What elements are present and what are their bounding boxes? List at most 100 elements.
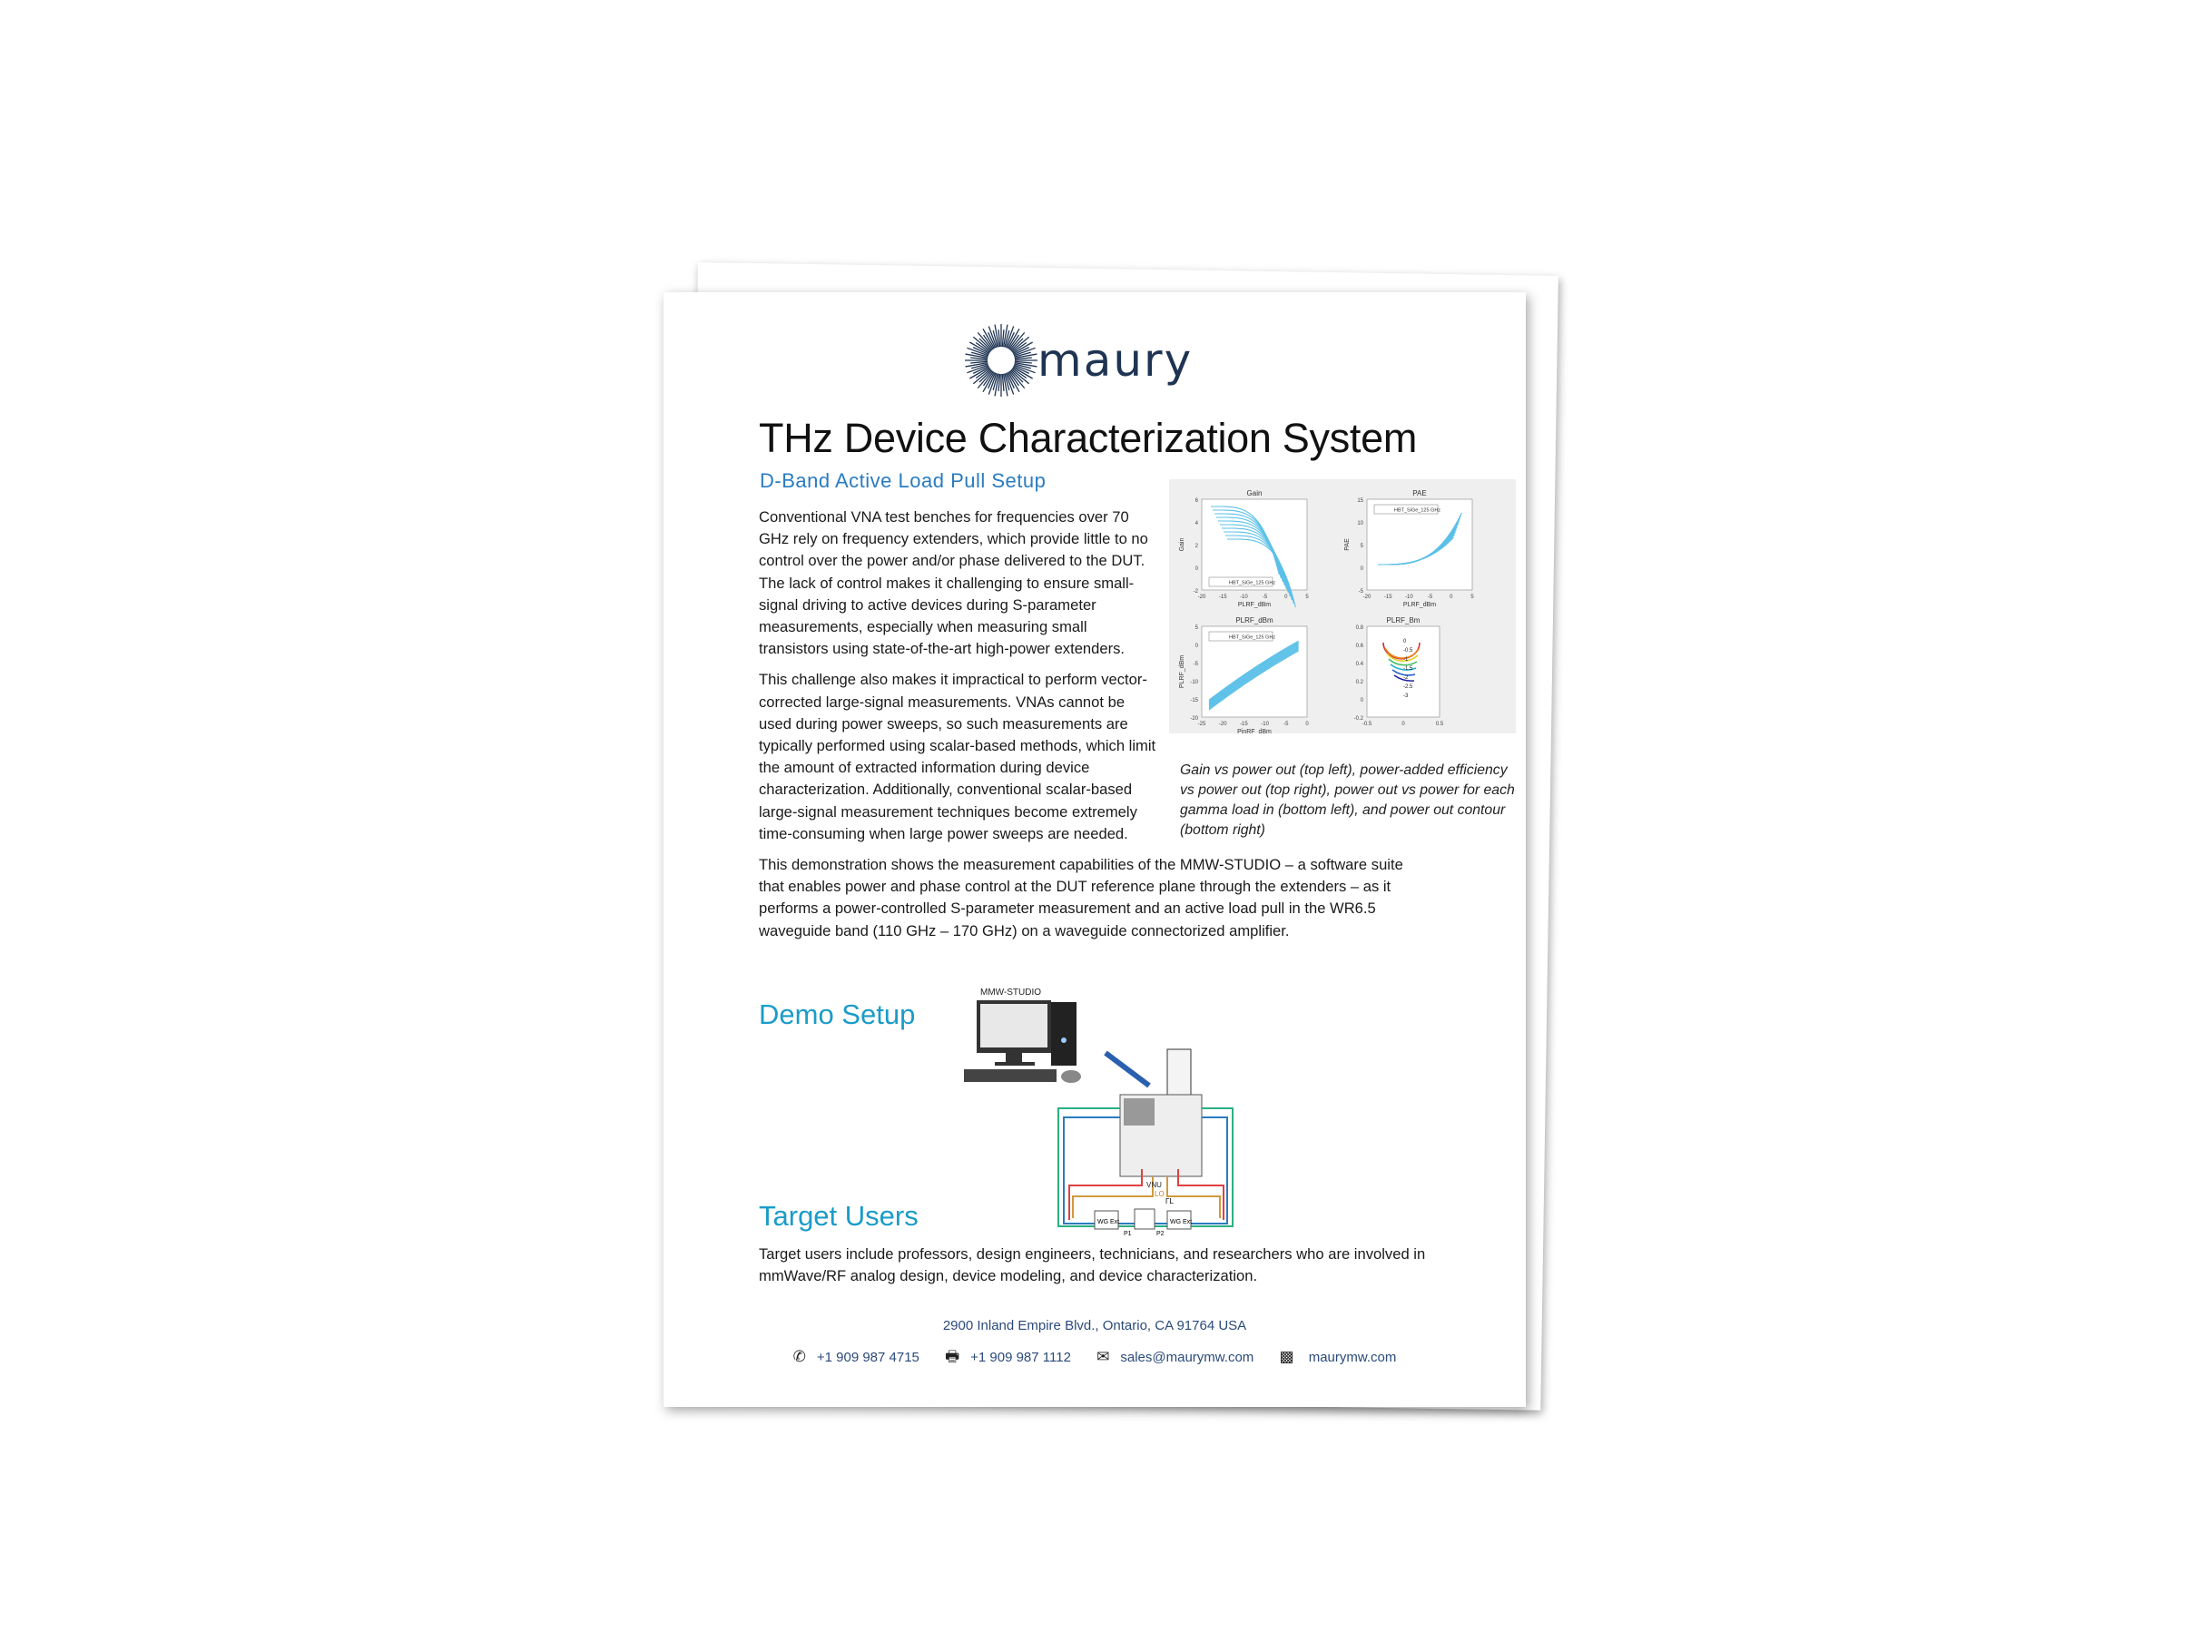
contour-line (1384, 647, 1420, 659)
contour-label: -3 (1403, 693, 1409, 699)
logo-ray (970, 357, 988, 360)
chart-plot-area (1201, 498, 1308, 591)
logo-ray (1014, 360, 1032, 364)
contour-label: -2 (1403, 675, 1409, 681)
x-tick-label: -20 (1219, 722, 1227, 727)
logo-ray (1012, 341, 1033, 355)
contour-label: -2.5 (1403, 684, 1413, 690)
logo-ray (1006, 331, 1015, 349)
x-tick-label: -5 (1263, 595, 1268, 600)
logo-ray (1014, 363, 1032, 369)
y-tick-label: 15 (1357, 498, 1363, 504)
contour-line (1390, 664, 1417, 671)
email-icon: ✉ (1096, 1348, 1110, 1365)
fax-icon: 🖶 (945, 1348, 960, 1365)
logo-ray (994, 324, 1000, 348)
logo-ray (972, 365, 989, 374)
y-tick-label: -15 (1190, 698, 1198, 703)
x-axis-label: PinRF_dBm (1237, 729, 1272, 733)
logo-ray (988, 372, 998, 395)
chart-legend (1208, 631, 1273, 642)
logo-ray (977, 370, 993, 389)
x-tick-label: -10 (1405, 595, 1413, 600)
x-tick-label: -10 (1240, 595, 1248, 600)
logo-ray (1004, 373, 1010, 391)
logo-ray (988, 326, 998, 349)
logo-ray (992, 373, 998, 391)
logo-ray (1002, 373, 1008, 397)
x-tick-label: -10 (1261, 722, 1269, 727)
series-curve (1208, 650, 1299, 711)
email-link[interactable]: sales@maurymw.com (1120, 1350, 1254, 1365)
y-tick-label: 6 (1195, 498, 1199, 504)
connection-arrow (1104, 1050, 1151, 1088)
logo-ray (1014, 351, 1032, 358)
chart-title: PLRF_Bm (1387, 616, 1421, 624)
logo-ray (1001, 329, 1005, 348)
y-tick-label: -20 (1190, 716, 1198, 722)
logo-ray (1011, 341, 1027, 353)
series-curve (1208, 644, 1299, 705)
brochure-page: maury THz Device Characterization System… (664, 292, 1526, 1407)
logo-ray (988, 331, 997, 349)
y-tick-label: 0.6 (1356, 644, 1364, 649)
logo-ray (992, 329, 998, 348)
logo-ray (1005, 372, 1015, 395)
legend-label: HBT_SiGe_125 GHz (1394, 508, 1440, 514)
x-tick-label: -20 (1363, 595, 1371, 600)
lo-label: LO (1155, 1190, 1165, 1198)
logo-ray (972, 336, 991, 352)
gamma-label: ΓL (1165, 1197, 1174, 1205)
y-tick-label: 0.2 (1356, 680, 1364, 685)
legend-label: HBT_SiGe_125 GHz (1229, 581, 1275, 586)
x-tick-label: 5 (1470, 595, 1474, 600)
series-curve (1208, 643, 1299, 703)
logo-ray (982, 334, 994, 350)
extender-label: WG Ext (1097, 1219, 1119, 1225)
logo-ray (1007, 371, 1020, 392)
maury-logo: maury (965, 324, 1191, 397)
paragraph: This demonstration shows the measurement… (759, 856, 1403, 939)
y-tick-label: 0 (1195, 566, 1199, 572)
paragraph: This challenge also makes it impractical… (759, 671, 1156, 842)
y-tick-label: 0 (1361, 566, 1364, 572)
logo-ray (975, 368, 991, 379)
chart-plot-area (1366, 498, 1473, 591)
demo-setup-diagram: MMW-STUDIO VNU LO WG Ext WG Ext P1 P2 ΓL (964, 988, 1234, 1235)
logo-ray (1013, 347, 1036, 357)
paragraph: Conventional VNA test benches for freque… (759, 508, 1148, 658)
y-tick-label: 4 (1195, 521, 1199, 526)
x-tick-label: -0.5 (1362, 722, 1372, 727)
logo-ray (982, 370, 994, 387)
x-tick-label: 0 (1284, 595, 1288, 600)
logo-ray (965, 353, 988, 359)
series-curve (1208, 649, 1299, 710)
contour-line (1393, 674, 1415, 682)
x-tick-label: -25 (1198, 722, 1206, 727)
logo-ray (988, 372, 997, 389)
chart-legend (1208, 576, 1273, 587)
contact-line: ✆+1 909 987 4715 🖶+1 909 987 1112 ✉sales… (664, 1345, 1526, 1372)
logo-ray (1013, 347, 1030, 356)
contour-label: -1.5 (1403, 666, 1413, 672)
logo-ray (998, 373, 1001, 391)
page-title: THz Device Characterization System (759, 415, 1418, 461)
y-tick-label: 2 (1195, 544, 1199, 549)
x-axis-label: PLRF_dBm (1403, 602, 1436, 608)
contour-label: -0.5 (1403, 648, 1413, 654)
logo-ray (1008, 370, 1020, 387)
logo-ray (970, 351, 988, 358)
logo-ray (977, 331, 993, 350)
logo-ray (1009, 331, 1026, 350)
website-link[interactable]: maurymw.com (1308, 1350, 1397, 1365)
logo-ray (970, 360, 988, 364)
logo-ray (1002, 324, 1008, 348)
logo-ray (969, 366, 990, 379)
chart-legend (1373, 504, 1439, 515)
phone-number[interactable]: +1 909 987 4715 (816, 1350, 919, 1365)
logo-ray (1014, 361, 1037, 368)
fax-number[interactable]: +1 909 987 1112 (970, 1350, 1071, 1365)
contour-line (1391, 669, 1416, 676)
logo-ray (1014, 353, 1037, 359)
